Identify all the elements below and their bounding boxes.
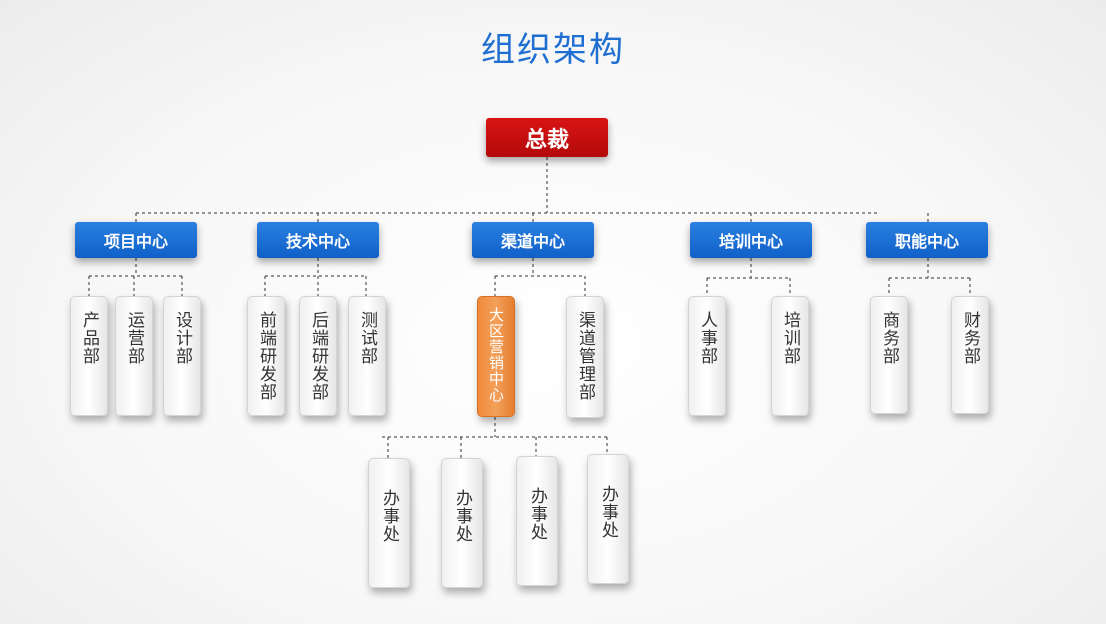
dept-node: 运营部 <box>115 296 153 416</box>
regional-marketing-node: 大区营销中心 <box>477 296 515 417</box>
project-center-node: 项目中心 <box>75 222 197 258</box>
dept-node: 测试部 <box>348 296 386 416</box>
dept-node: 财务部 <box>951 296 989 414</box>
dept-node: 人事部 <box>688 296 726 416</box>
office-node: 办事处 <box>516 456 558 586</box>
functional-center-node: 职能中心 <box>866 222 988 258</box>
dept-node: 培训部 <box>771 296 809 416</box>
page-title: 组织架构 <box>481 30 625 70</box>
dept-node: 设计部 <box>163 296 201 416</box>
office-node: 办事处 <box>368 458 410 588</box>
dept-node: 渠道管理部 <box>566 296 604 418</box>
dept-node: 前端研发部 <box>247 296 285 416</box>
dept-node: 商务部 <box>870 296 908 414</box>
office-node: 办事处 <box>441 458 483 588</box>
channel-center-node: 渠道中心 <box>472 222 594 258</box>
dept-node: 后端研发部 <box>299 296 337 416</box>
training-center-node: 培训中心 <box>690 222 812 258</box>
ceo-node: 总裁 <box>486 118 608 157</box>
office-node: 办事处 <box>587 454 629 584</box>
dept-node: 产品部 <box>70 296 108 416</box>
tech-center-node: 技术中心 <box>257 222 379 258</box>
